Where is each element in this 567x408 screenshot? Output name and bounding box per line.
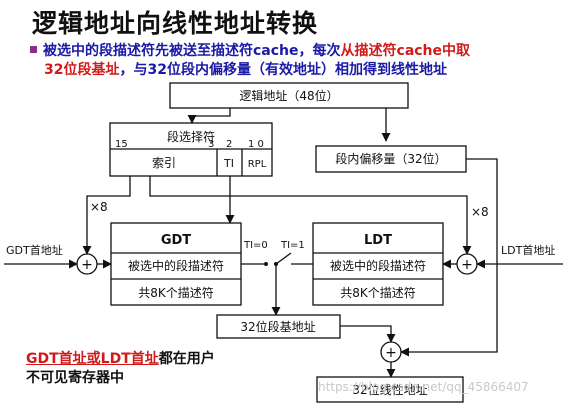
ti0-label: TI=0	[243, 240, 268, 251]
selector-title: 段选择符	[167, 129, 215, 144]
gdt-box	[110, 222, 242, 306]
times8-right: ×8	[471, 205, 489, 219]
ldt-box	[312, 222, 444, 306]
gdt-base-label: GDT首地址	[6, 243, 63, 257]
offset-label: 段内偏移量（32位）	[335, 151, 446, 166]
logical-address-box	[169, 82, 409, 109]
selector-bit3: 3	[208, 139, 214, 150]
gdt-count: 共8K个描述符	[138, 285, 214, 300]
gdt-title: GDT	[161, 233, 191, 248]
linear-adder-plus: +	[385, 345, 397, 361]
selector-ti: TI	[223, 157, 234, 170]
watermark: https://blog.csdn.net/qq_45866407	[318, 380, 529, 394]
bullet-part4: ，与32位段内偏移量（有效地址）相加得到线性地址	[119, 62, 447, 78]
selector-rpl: RPL	[248, 159, 267, 170]
bullet-text: 被选中的段描述符先被送至描述符cache，每次从描述符cache中取 32位段基…	[30, 42, 550, 80]
ldt-count: 共8K个描述符	[340, 285, 416, 300]
times8-left: ×8	[90, 200, 108, 214]
selector-bit15: 15	[115, 139, 128, 150]
bullet-part2: 从描述符cache中取	[340, 43, 471, 59]
selector-bit10: 1 0	[248, 139, 264, 150]
bullet-part1: 被选中的段描述符先被送至描述符cache，每次	[43, 43, 341, 59]
logical-address-label: 逻辑地址（48位）	[239, 88, 338, 103]
bullet-square-icon	[30, 46, 37, 53]
ldt-title: LDT	[364, 233, 392, 248]
note-line2: 不可见寄存器中	[26, 370, 124, 386]
gdt-adder-plus: +	[81, 257, 93, 273]
offset-box	[315, 145, 467, 173]
gdt-selected: 被选中的段描述符	[128, 258, 224, 273]
linear-address-box	[316, 376, 464, 403]
slide-title: 逻辑地址向线性地址转换	[32, 9, 319, 38]
switch-contact-icon	[264, 262, 268, 266]
ti1-label: TI=1	[280, 240, 305, 251]
switch-pivot-icon	[274, 262, 278, 266]
note-red: GDT首址或LDT首址	[26, 351, 159, 367]
bullet-part3: 32位段基址	[44, 62, 120, 78]
ldt-base-label: LDT首地址	[501, 243, 555, 257]
selector-bit2: 2	[226, 139, 232, 150]
linear-address-label: 32位线性地址	[352, 382, 427, 397]
register-note: GDT首址或LDT首址都在用户 不可见寄存器中	[26, 350, 215, 388]
note-rest1: 都在用户	[158, 351, 215, 367]
ldt-selected: 被选中的段描述符	[330, 258, 426, 273]
selector-index: 索引	[152, 156, 176, 170]
ldt-adder-plus: +	[461, 257, 473, 273]
seg-base-label: 32位段基地址	[240, 319, 315, 334]
